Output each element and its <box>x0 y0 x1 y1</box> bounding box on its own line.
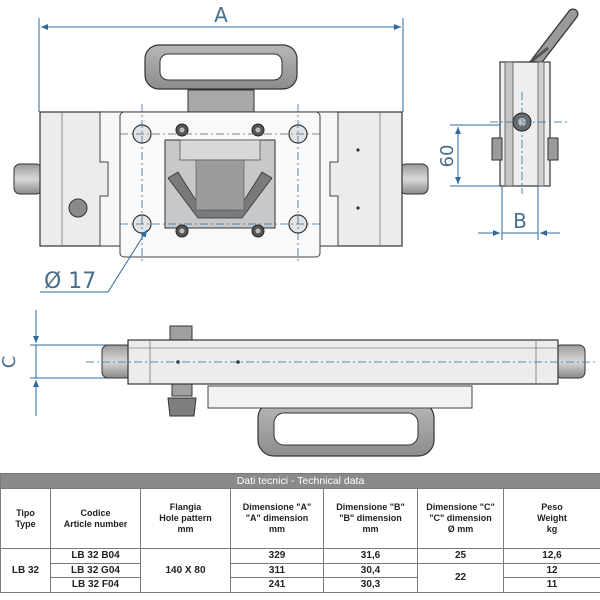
side-view: 60 B <box>437 8 579 240</box>
dim-a-cell: 241 <box>230 577 324 593</box>
lever <box>527 8 579 68</box>
weight-cell: 12 <box>503 562 600 578</box>
dim-a-cell: 311 <box>230 562 324 578</box>
dimension-c-label: C <box>0 356 20 369</box>
hole-diameter-label: Ø 17 <box>44 269 96 294</box>
code-cell: LB 32 F04 <box>50 577 141 593</box>
dimension-b-label: B <box>513 209 527 233</box>
bottom-view: C <box>0 310 598 457</box>
dim-a-cell: 329 <box>230 548 324 564</box>
table-row: LB 32 F04 241 30,3 11 <box>1 577 600 593</box>
dim-c-cell: 25 <box>417 548 504 564</box>
dimension-60: 60 <box>437 124 500 187</box>
type-cell: LB 32 <box>0 548 51 593</box>
code-cell: LB 32 B04 <box>50 548 141 564</box>
hole-diameter-callout: Ø 17 <box>40 229 148 294</box>
left-pin <box>13 163 43 195</box>
dimension-c: C <box>0 310 108 416</box>
flange-cell: 140 X 80 <box>140 548 231 593</box>
dim-b-cell: 31,6 <box>323 548 418 564</box>
right-pin <box>399 163 429 195</box>
carry-handle <box>144 44 298 113</box>
dimension-60-label: 60 <box>437 145 458 168</box>
locking-knob <box>68 198 88 218</box>
technical-drawing: A <box>0 3 598 457</box>
screws <box>175 123 265 238</box>
table-row: LB 32 G04 311 30,4 22 12 <box>1 562 600 593</box>
weight-cell: 11 <box>503 577 600 593</box>
weight-cell: 12,6 <box>503 548 600 564</box>
table-row: LB 32 LB 32 B04 140 X 80 329 31,6 25 12,… <box>0 548 600 593</box>
dim-b-cell: 30,3 <box>323 577 418 593</box>
dimension-a-label: A <box>214 3 228 27</box>
dimension-b: B <box>478 186 560 240</box>
table-title: Dati tecnici - Technical data <box>0 473 600 489</box>
dim-c-cell: 22 <box>417 562 504 593</box>
dimension-a: A <box>38 3 404 112</box>
code-cell: LB 32 G04 <box>50 562 141 578</box>
dim-b-cell: 30,4 <box>323 562 418 578</box>
front-view: A <box>13 3 429 294</box>
